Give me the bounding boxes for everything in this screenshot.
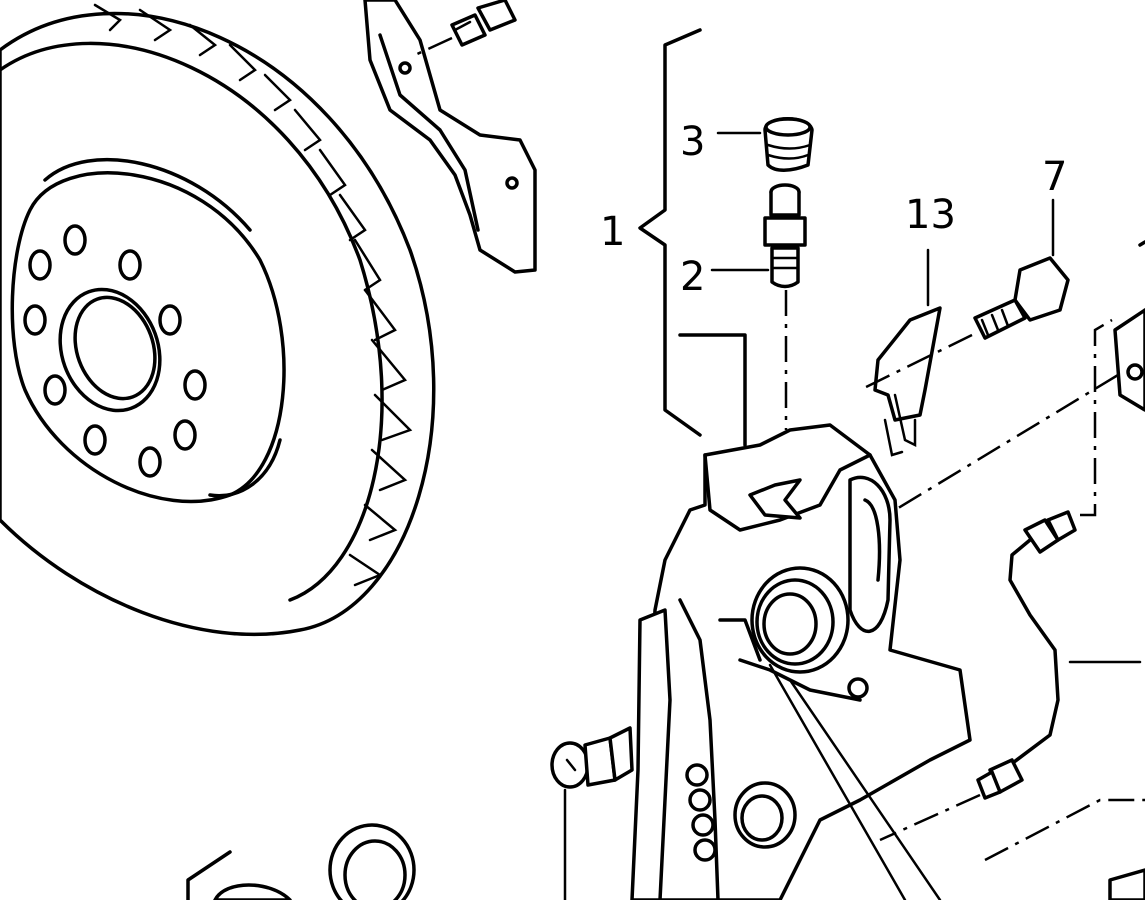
edge-part-right <box>1108 240 1145 900</box>
shield-bolt <box>414 0 517 57</box>
brake-line <box>879 318 1145 862</box>
disc-vent-vanes <box>93 3 413 587</box>
brake-caliper <box>630 423 972 900</box>
leader-lines <box>710 131 1142 664</box>
callout-13: 13 <box>905 192 956 238</box>
splash-shield <box>363 0 537 274</box>
kit-bracket <box>638 28 747 447</box>
guide-pin-bolt <box>550 726 634 900</box>
caliper-piston <box>750 566 850 674</box>
callout-7: 7 <box>1042 154 1067 200</box>
bleeder-valve <box>763 183 807 430</box>
callout-1: 1 <box>600 209 625 255</box>
caliper-holes <box>685 677 869 862</box>
bleeder-cap <box>763 117 814 172</box>
retaining-clip <box>873 306 942 457</box>
hub-seal <box>186 823 416 900</box>
callout-3: 3 <box>680 119 705 165</box>
disc-bolt-holes <box>23 224 207 478</box>
brake-disc <box>0 3 436 637</box>
callout-2: 2 <box>680 254 705 300</box>
caliper-bolt <box>859 256 1070 392</box>
caliper-lower-piston <box>733 781 797 849</box>
